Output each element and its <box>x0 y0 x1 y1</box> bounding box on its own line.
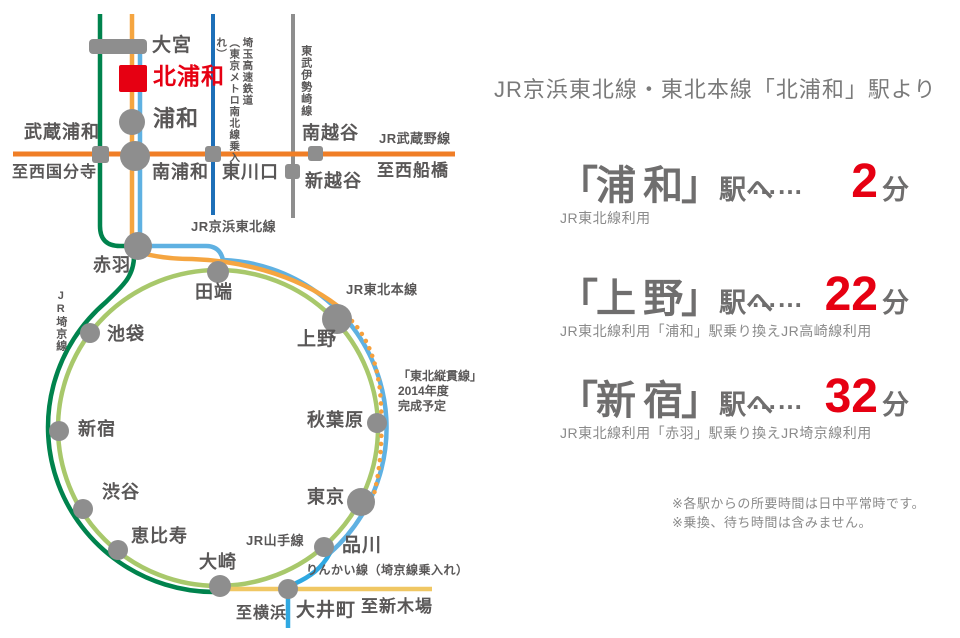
leader-dots: …… <box>751 283 803 313</box>
destination-name: 「上 野」駅へ <box>558 279 773 319</box>
station-label-shinagawa: 品川 <box>342 535 383 556</box>
tohoku-judan-dotted-line <box>349 318 384 497</box>
station-marker-shibuya <box>73 499 93 519</box>
leader-dots: …… <box>751 385 803 415</box>
tohoku-judan-annotation: 「東北縦貫線」 2014年度 完成予定 <box>398 369 482 414</box>
station-label-minami-koshigaya: 南越谷 <box>302 123 359 143</box>
station-label-higashi-kawaguchi: 東川口 <box>222 162 279 182</box>
station-marker-oimachi <box>278 579 298 599</box>
line-label-yamanote: JR山手線 <box>246 533 305 548</box>
panel-heading: JR京浜東北線・東北本線「北浦和」駅より <box>494 77 937 102</box>
station-label-tabata: 田端 <box>195 282 233 302</box>
destination-name: 「新 宿」駅へ <box>558 381 773 421</box>
destination-suffix: 駅へ <box>719 288 774 318</box>
station-marker-shinjuku <box>49 421 69 441</box>
station-marker-higashi-kawaguchi <box>205 146 221 162</box>
travel-time-row-urawa: 「浦 和」駅へ …… 2 分 JR東北線利用 <box>558 152 928 227</box>
travel-time-row-ueno: 「上 野」駅へ …… 22 分 JR東北線利用「浦和」駅乗り換えJR高崎線利用 <box>558 265 928 340</box>
station-marker-tabata <box>207 261 229 283</box>
station-marker-minami-urawa <box>120 141 150 171</box>
station-marker-shin-koshigaya <box>285 164 300 179</box>
station-marker-kita-urawa <box>119 65 147 92</box>
station-marker-shinagawa <box>314 537 334 557</box>
station-marker-akihabara <box>367 413 387 433</box>
direction-label-yokohama: 至横浜 <box>236 605 288 622</box>
destination-suffix: 駅へ <box>719 390 774 420</box>
station-marker-musashi-urawa <box>92 146 109 163</box>
station-label-urawa: 浦和 <box>153 106 200 131</box>
minutes-unit: 分 <box>882 175 909 205</box>
tohoku-judan-annotation-line1: 「東北縦貫線」 <box>398 369 483 383</box>
station-label-tokyo: 東京 <box>307 487 345 507</box>
station-marker-ebisu <box>108 540 128 560</box>
disclaimer-note-1: ※各駅からの所要時間は日中平常時です。 <box>672 496 926 511</box>
station-label-minami-urawa: 南浦和 <box>152 162 209 182</box>
line-label-rinkai: りんかい線（埼京線乗入れ） <box>306 563 469 577</box>
route-note: JR東北線利用「赤羽」駅乗り換えJR埼京線利用 <box>560 425 872 441</box>
direction-label-nishi-kokubunji: 至西国分寺 <box>12 164 98 181</box>
destination-bracket-text: 「新 宿」 <box>558 379 721 423</box>
station-label-osaki: 大崎 <box>199 552 237 572</box>
station-label-oimachi: 大井町 <box>296 600 357 621</box>
travel-minutes-value: 22 <box>824 268 878 321</box>
station-marker-omiya <box>89 39 147 54</box>
disclaimer-notes: ※各駅からの所要時間は日中平常時です。 ※乗換、待ち時間は含みません。 <box>672 494 925 532</box>
station-marker-minami-koshigaya <box>308 146 323 161</box>
station-marker-tokyo <box>347 488 375 516</box>
destination-name: 「浦 和」駅へ <box>558 166 773 206</box>
station-label-shibuya: 渋谷 <box>102 482 140 502</box>
station-marker-osaki <box>209 575 231 597</box>
line-label-saitama-railway-main: 埼玉高速鉄道 <box>241 37 254 106</box>
station-label-akihabara: 秋葉原 <box>307 410 364 430</box>
line-label-tobu-isesaki: 東武伊勢崎線 <box>299 45 312 117</box>
minutes-unit: 分 <box>882 288 909 318</box>
line-label-keihin-tohoku: JR京浜東北線 <box>191 219 277 234</box>
station-label-omiya: 大宮 <box>152 35 193 56</box>
station-marker-ueno <box>322 304 352 334</box>
line-label-saitama-railway: 埼玉高速鉄道（東京メトロ南北線乗入れ） <box>214 37 253 167</box>
station-label-ikebukuro: 池袋 <box>107 324 145 344</box>
line-label-saikyo: JR埼京線 <box>54 290 67 352</box>
station-label-kita-urawa: 北浦和 <box>153 63 225 89</box>
tohoku-honsen-arc-segment <box>137 249 347 314</box>
station-label-ebisu: 恵比寿 <box>131 526 188 546</box>
minutes-unit: 分 <box>882 390 909 420</box>
station-marker-urawa <box>119 109 145 135</box>
travel-time-row-shinjuku: 「新 宿」駅へ …… 32 分 JR東北線利用「赤羽」駅乗り換えJR埼京線利用 <box>558 367 928 442</box>
line-label-tohoku-honsen: JR東北本線 <box>346 282 418 297</box>
line-label-musashino: JR武蔵野線 <box>379 131 451 146</box>
travel-minutes-value: 32 <box>824 370 878 423</box>
station-label-shinjuku: 新宿 <box>78 419 116 439</box>
route-note: JR東北線利用「浦和」駅乗り換えJR高崎線利用 <box>560 323 872 339</box>
station-marker-ikebukuro <box>80 323 100 343</box>
direction-label-nishi-funabashi: 至西船橋 <box>377 161 449 180</box>
saikyo-line-north-segment <box>97 14 132 249</box>
tohoku-judan-annotation-line2: 2014年度 <box>398 384 449 398</box>
destination-bracket-text: 「上 野」 <box>558 277 721 321</box>
station-label-ueno: 上野 <box>297 329 338 350</box>
station-label-musashi-urawa: 武蔵浦和 <box>24 122 100 142</box>
leader-dots: …… <box>751 170 803 200</box>
line-label-saitama-railway-sub: （東京メトロ南北線乗入れ） <box>215 37 241 164</box>
disclaimer-note-2: ※乗換、待ち時間は含みません。 <box>672 515 873 530</box>
travel-minutes-value: 2 <box>851 155 878 208</box>
destination-suffix: 駅へ <box>719 175 774 205</box>
route-note: JR東北線利用 <box>560 210 651 226</box>
railway-map-graphic <box>13 14 455 628</box>
direction-label-shin-kiba: 至新木場 <box>361 597 433 616</box>
station-marker-akabane <box>124 232 152 260</box>
station-label-akabane: 赤羽 <box>93 255 131 275</box>
station-label-shin-koshigaya: 新越谷 <box>305 171 362 191</box>
destination-bracket-text: 「浦 和」 <box>558 164 721 208</box>
saikyo-line-loop-segment <box>45 255 218 595</box>
tohoku-judan-annotation-line3: 完成予定 <box>398 399 447 413</box>
